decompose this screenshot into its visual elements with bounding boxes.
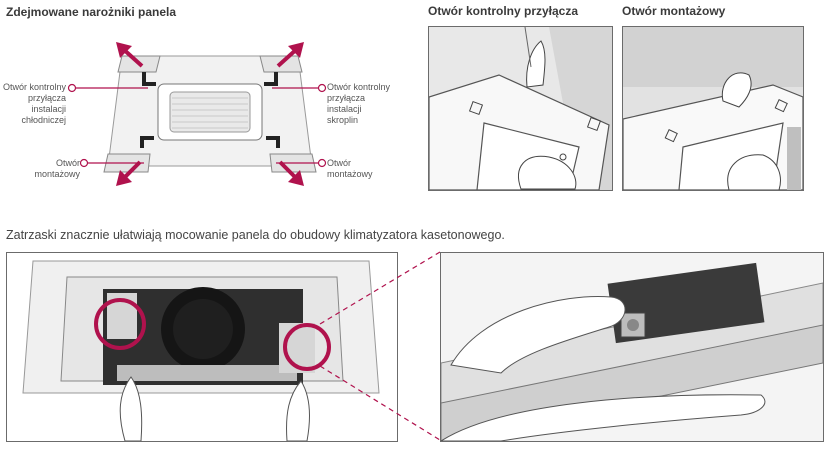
photo-connection-inspection <box>428 26 613 191</box>
panel-installation-drawing <box>7 253 397 441</box>
callout-line: montażowy <box>34 169 80 179</box>
callout-line: Otwór <box>327 158 352 168</box>
callout-line: instalacji <box>327 104 362 114</box>
callout-refrigerant-inspection-hole: Otwór kontrolny przyłącza instalacji chł… <box>0 82 66 126</box>
callout-line: chłodniczej <box>21 115 66 125</box>
callout-line: Otwór kontrolny <box>327 82 391 92</box>
photo-mounting-hole <box>622 26 804 191</box>
latch-closeup-drawing <box>441 253 823 441</box>
photo-latch-closeup <box>440 252 824 442</box>
callout-line: Otwór kontrolny <box>2 82 66 92</box>
heading-mounting-hole: Otwór montażowy <box>622 4 726 18</box>
callout-mounting-hole-left: Otwór montażowy <box>20 158 80 180</box>
callout-mounting-hole-right: Otwór montażowy <box>327 158 387 180</box>
photo-panel-installation <box>6 252 398 442</box>
callout-line: skroplin <box>327 115 359 125</box>
callout-drain-inspection-hole: Otwór kontrolny przyłącza instalacji skr… <box>327 82 407 126</box>
caption: Zatrzaski znacznie ułatwiają mocowanie p… <box>6 228 505 242</box>
heading-connection-inspection: Otwór kontrolny przyłącza <box>428 4 579 18</box>
cassette-panel-drawing <box>67 42 327 186</box>
mounting-hole-drawing <box>623 27 803 190</box>
callout-line: montażowy <box>327 169 373 179</box>
callout-line: instalacji <box>31 104 66 114</box>
connection-inspection-drawing <box>429 27 612 190</box>
callout-line: Otwór <box>55 158 80 168</box>
callout-line: przyłącza <box>27 93 66 103</box>
heading-removable-corners: Zdejmowane narożniki panela <box>6 5 177 19</box>
callout-line: przyłącza <box>327 93 366 103</box>
cassette-panel-diagram <box>60 36 360 196</box>
